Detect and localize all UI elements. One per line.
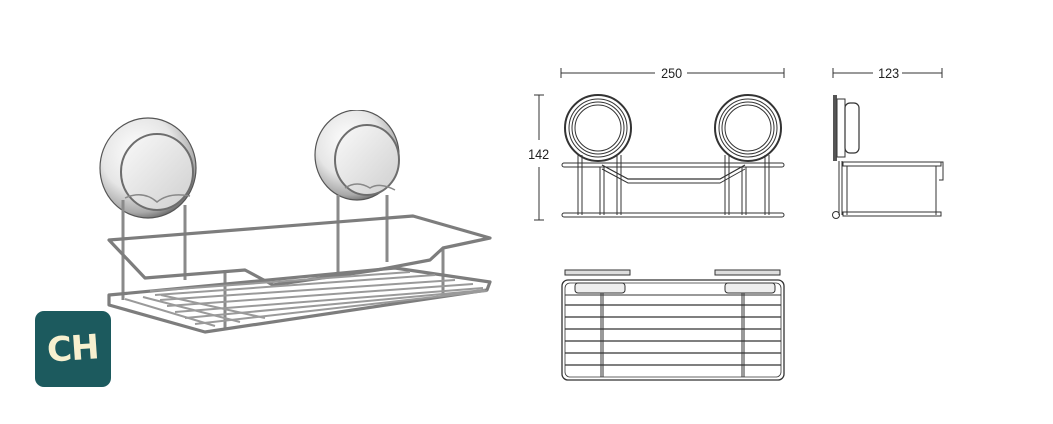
height-dimension-label: 142 <box>525 147 552 161</box>
product-photo <box>95 109 500 340</box>
front-view-drawing: 250 142 <box>520 55 800 230</box>
brand-logo-text: CH <box>45 327 101 371</box>
top-view-drawing <box>545 255 805 390</box>
side-view-drawing: 123 <box>815 55 955 230</box>
suction-cup-right <box>314 109 400 201</box>
depth-dimension-label: 123 <box>875 66 902 80</box>
width-dimension-label: 250 <box>658 66 685 80</box>
brand-logo: CH <box>35 311 111 387</box>
suction-cup-left <box>99 117 197 219</box>
